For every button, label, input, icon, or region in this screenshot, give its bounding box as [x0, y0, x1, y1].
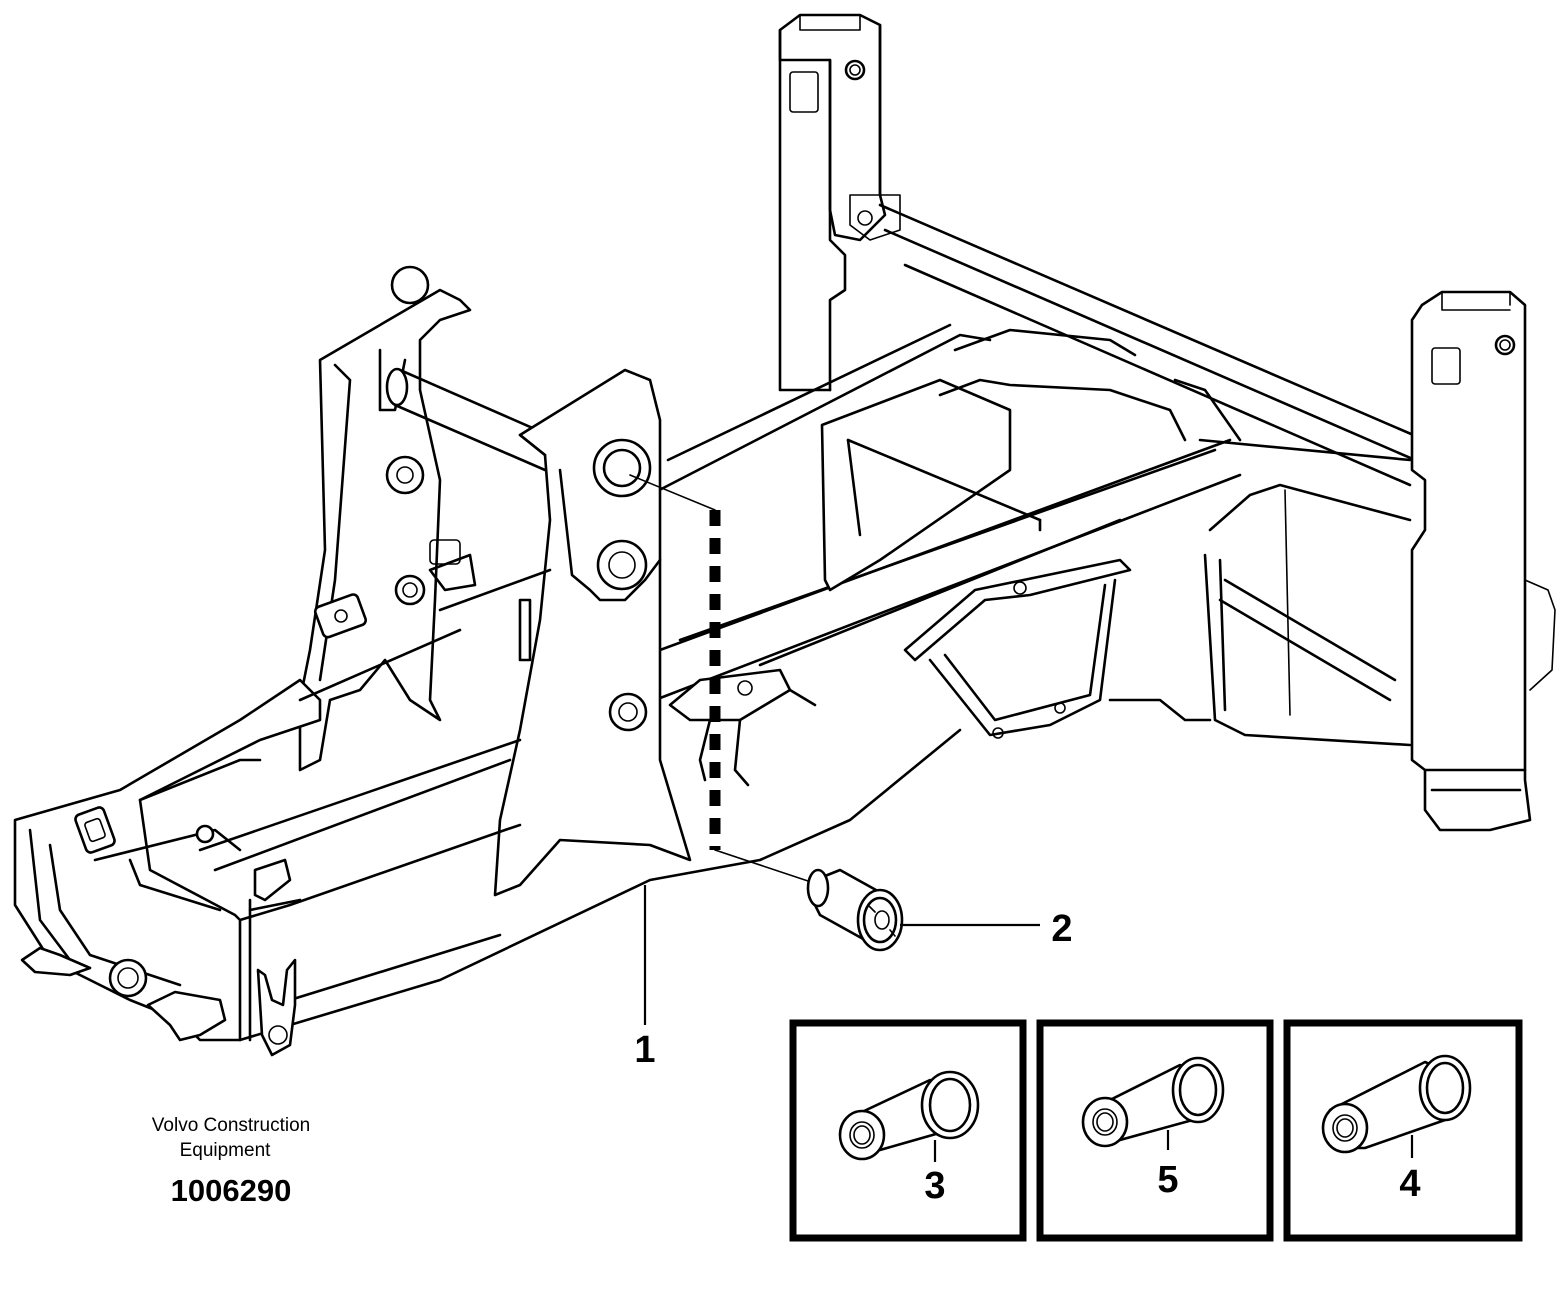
inner-side-rails: [198, 539, 552, 872]
centerline-leader: [629, 474, 821, 886]
center-box-housing: [820, 328, 1242, 592]
brand-line-2: Equipment: [180, 1140, 272, 1161]
lower-mount-bracket: [903, 558, 1212, 739]
rear-upright-post: [778, 13, 887, 392]
right-frame-box: [1198, 438, 1412, 747]
part-number: 1006290: [171, 1173, 292, 1208]
front-box-section: [13, 678, 522, 1057]
front-upright-post: [1410, 290, 1556, 832]
brand-line-1: Volvo Construction: [152, 1115, 310, 1136]
callout-4: 4: [1399, 1163, 1420, 1205]
left-tower: [298, 265, 472, 772]
frame-lower-body: [238, 728, 962, 1042]
upper-cross-beam: [849, 194, 1427, 487]
main-longitudinal-beam: [638, 323, 1242, 702]
callout-5: 5: [1157, 1159, 1178, 1201]
callout-2: 2: [1051, 908, 1072, 950]
variant-box-4: [1283, 1019, 1523, 1242]
callout-3: 3: [924, 1165, 945, 1207]
frame-assembly: [13, 13, 1556, 1057]
variant-box-5: [1036, 1019, 1274, 1242]
bushing-part-2: [806, 868, 904, 952]
beam-bracket: [668, 668, 817, 787]
callout-1: 1: [634, 1029, 655, 1071]
variant-box-3: [789, 1019, 1027, 1242]
pivot-plate: [493, 368, 692, 897]
